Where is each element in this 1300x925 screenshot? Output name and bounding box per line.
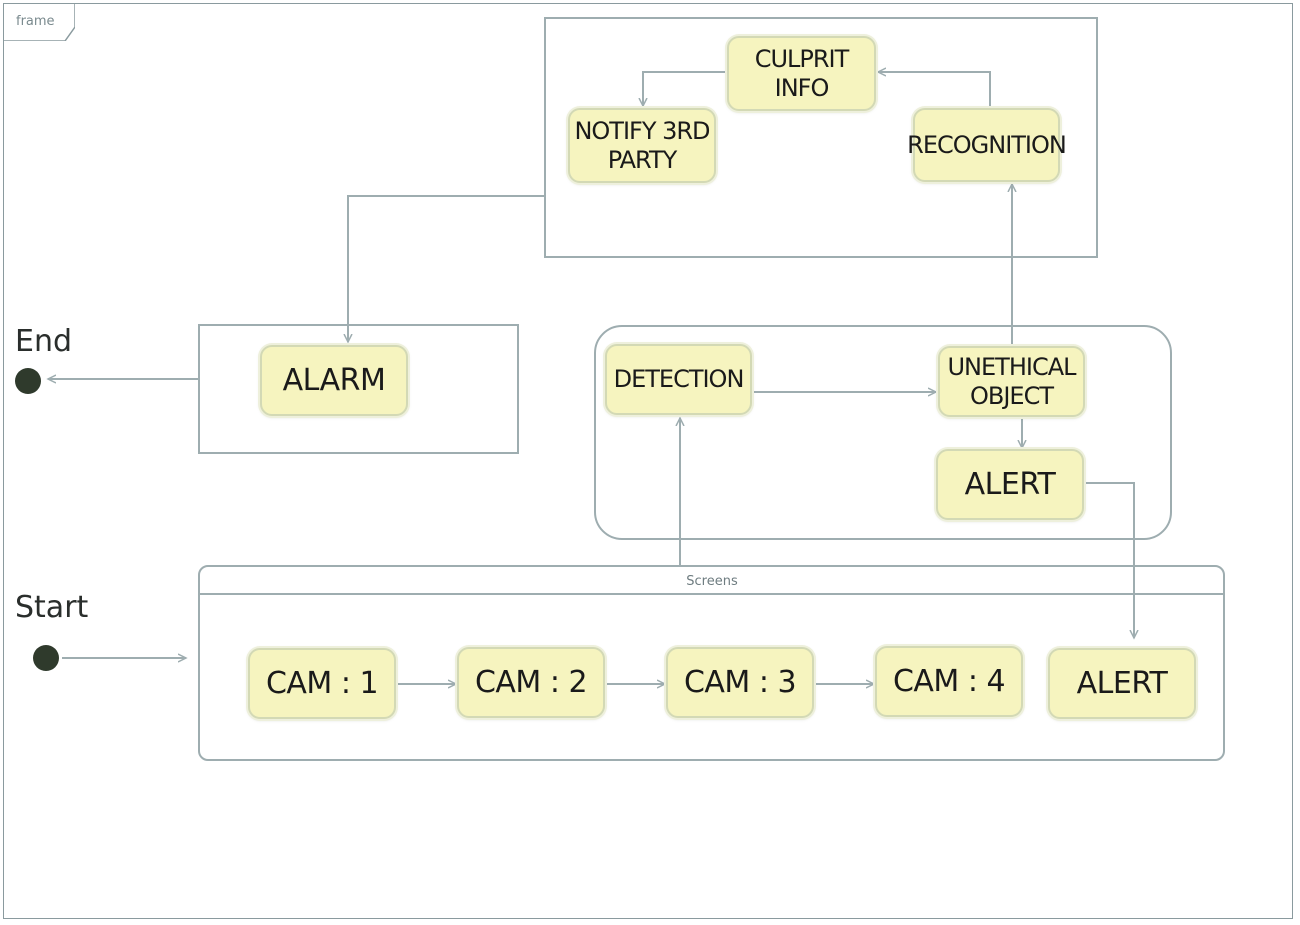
cam1-label: CAM : 1 bbox=[265, 665, 379, 701]
frame-tag bbox=[3, 3, 75, 41]
detection-label: DETECTION bbox=[613, 365, 745, 394]
cam4-label: CAM : 4 bbox=[892, 663, 1006, 699]
cam2-label: CAM : 2 bbox=[474, 664, 588, 700]
alert-screens-label: ALERT bbox=[1076, 665, 1168, 701]
recognition-label: RECOGNITION bbox=[907, 130, 1067, 159]
end-label: End bbox=[15, 324, 73, 359]
cam4-node: CAM : 4 bbox=[875, 646, 1023, 717]
screens-divider bbox=[200, 593, 1224, 595]
cam2-node: CAM : 2 bbox=[457, 647, 605, 718]
end-state bbox=[15, 368, 41, 394]
cam3-node: CAM : 3 bbox=[666, 647, 814, 718]
culprit-info-line1: CULPRIT bbox=[754, 44, 850, 73]
culprit-info-node: CULPRIT INFO bbox=[727, 36, 876, 111]
unethical-object-node: UNETHICAL OBJECT bbox=[938, 346, 1085, 417]
unethical-line1: UNETHICAL bbox=[947, 352, 1076, 381]
detection-node: DETECTION bbox=[605, 344, 752, 415]
alarm-label: ALARM bbox=[282, 362, 386, 398]
cam1-node: CAM : 1 bbox=[248, 648, 396, 719]
frame-label: frame bbox=[16, 14, 55, 29]
notify-third-party-node: NOTIFY 3RD PARTY bbox=[568, 108, 716, 183]
alert-detection-label: ALERT bbox=[964, 466, 1056, 502]
screens-box bbox=[198, 565, 1225, 761]
edge-recognition-to-culprit bbox=[878, 72, 991, 108]
notify-line2: PARTY bbox=[607, 145, 678, 174]
edge-alert-to-screen-alert bbox=[1086, 482, 1134, 638]
diagram-frame bbox=[3, 3, 1293, 919]
edge-recognition-box-to-alarm bbox=[348, 195, 544, 342]
alarm-box bbox=[198, 324, 519, 454]
alarm-node: ALARM bbox=[260, 345, 408, 416]
start-state bbox=[33, 645, 59, 671]
notify-line1: NOTIFY 3RD bbox=[574, 116, 710, 145]
screens-title: Screens bbox=[686, 574, 738, 589]
recognition-box bbox=[544, 17, 1098, 258]
edge-culprit-to-notify bbox=[643, 71, 726, 106]
detection-box bbox=[594, 325, 1172, 540]
cam3-label: CAM : 3 bbox=[683, 664, 797, 700]
alert-detection-node: ALERT bbox=[936, 449, 1084, 520]
recognition-node: RECOGNITION bbox=[907, 108, 1067, 182]
culprit-info-line2: INFO bbox=[774, 73, 830, 102]
start-label: Start bbox=[15, 590, 89, 625]
alert-screens-node: ALERT bbox=[1048, 648, 1196, 719]
unethical-line2: OBJECT bbox=[969, 381, 1054, 410]
